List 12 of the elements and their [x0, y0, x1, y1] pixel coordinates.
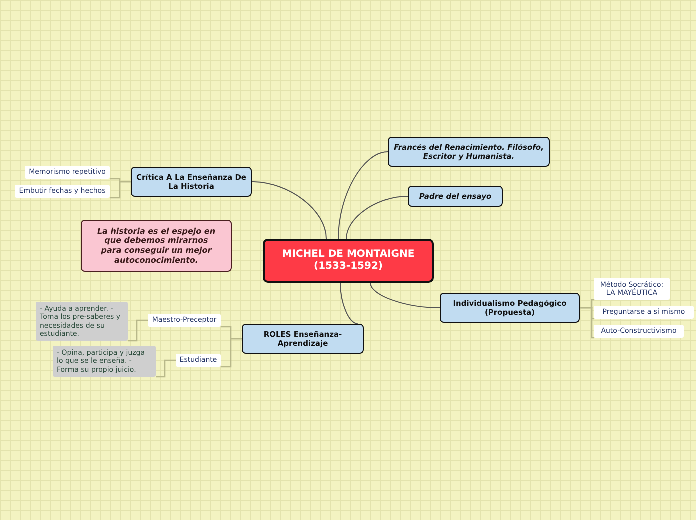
branch-connector: [340, 282, 358, 324]
branch-connector: [370, 282, 440, 308]
central-topic-box: MICHEL DE MONTAIGNE (1533-1592): [263, 239, 434, 283]
bracket-connector: [110, 181, 131, 199]
bracket-connector: [580, 307, 594, 339]
branch-connector: [252, 182, 327, 240]
bracket-connector: [156, 360, 176, 378]
bracket-connector: [221, 338, 242, 368]
quote-box: La historia es el espejo en que debemos mirarnos para conseguir un mejor autoconocimiento.: [81, 220, 232, 272]
bracket-connector: [128, 320, 148, 342]
branch-connector: [338, 152, 388, 240]
branch-connector: [346, 196, 408, 240]
